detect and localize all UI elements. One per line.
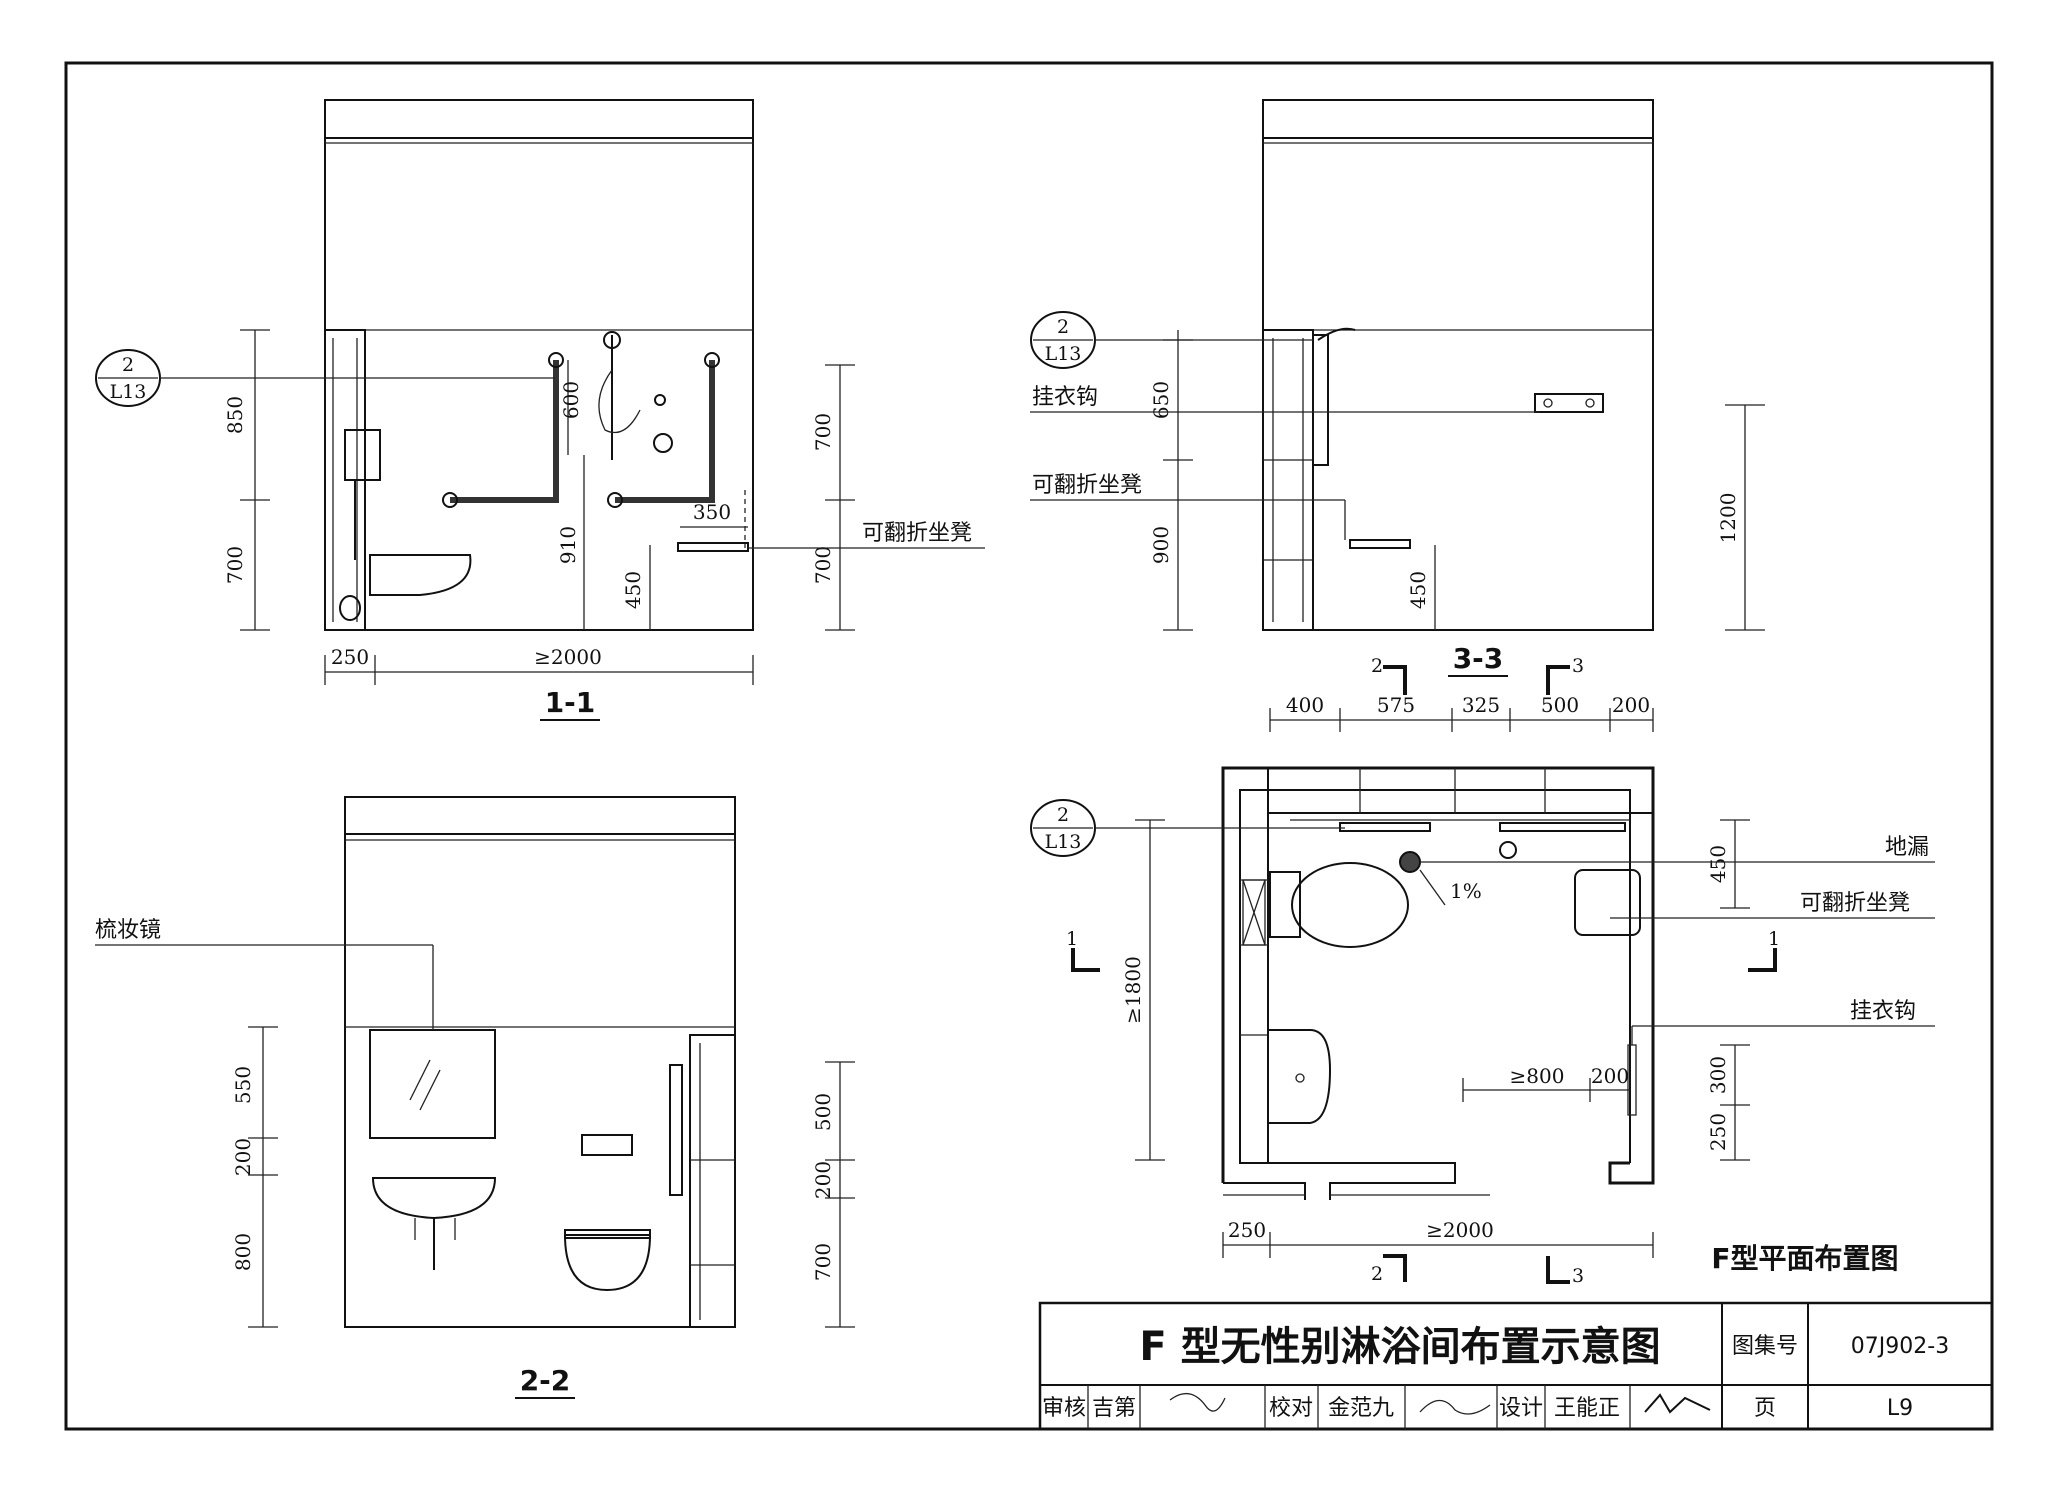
caption-1-1: 1-1 [545,686,596,719]
page-label: 页 [1754,1396,1776,1421]
dim-200p: 200 [1591,1064,1629,1088]
title-block: F 型无性别淋浴间布置示意图 图集号 07J902-3 页 L9 审核 吉第 校… [1038,1301,1994,1431]
cut-3-bottom: 3 [1572,1265,1584,1287]
label-folding-seat: 可翻折坐凳 [862,521,972,546]
caption-plan: F型平面布置图 [1711,1242,1898,1275]
design-label: 设计 [1499,1396,1543,1421]
signature-review [1169,1393,1226,1412]
ref-l13: L13 [1045,831,1082,853]
dim-910: 910 [556,526,580,564]
dim-right-700b: 700 [811,546,835,584]
dim-700: 700 [223,546,247,584]
dim-400: 400 [1286,693,1324,717]
label-coat-hook: 挂衣钩 [1850,999,1916,1024]
cut-2-top: 2 [1371,655,1383,677]
dim-1200: 1200 [1716,493,1740,544]
signature-design [1644,1393,1711,1414]
dim-450p: 450 [1706,845,1730,883]
dim-250p: 250 [1706,1113,1730,1151]
dim-300: 300 [1706,1056,1730,1094]
label-folding-seat: 可翻折坐凳 [1800,891,1910,916]
dim-350: 350 [693,500,731,524]
plan-view: 2 L13 400 575 325 500 200 ≥1800 450 300 … [1030,655,1935,1287]
dim-450: 450 [1406,571,1430,609]
section-1-1: 2 L13 850 700 600 910 450 350 700 700 可翻… [95,99,985,721]
cut-2-bottom: 2 [1371,1263,1383,1285]
dim-500: 500 [811,1093,835,1131]
dim-325: 325 [1462,693,1500,717]
label-mirror: 梳妆镜 [95,918,161,943]
atlas-number: 07J902-3 [1851,1334,1949,1359]
slope-label: 1% [1450,879,1482,903]
drawing-title: F 型无性别淋浴间布置示意图 [1139,1324,1660,1370]
caption-3-3: 3-3 [1453,642,1504,675]
dim-850: 850 [223,396,247,434]
dim-200t: 200 [1612,693,1650,717]
cut-3-top: 3 [1572,655,1584,677]
dim-600: 600 [559,381,583,419]
design-name: 王能正 [1554,1396,1620,1421]
dim-250b: 250 [1228,1218,1266,1242]
atlas-label: 图集号 [1732,1334,1798,1359]
dim-2000: ≥2000 [534,645,602,669]
label-drain: 地漏 [1885,835,1929,860]
signature-check [1419,1399,1491,1415]
dim-550: 550 [231,1066,255,1104]
label-coat-hook: 挂衣钩 [1032,385,1098,410]
label-folding-seat: 可翻折坐凳 [1032,473,1142,498]
sheet-border [64,61,1994,1431]
check-name: 金范九 [1328,1396,1394,1421]
dim-500: 500 [1541,693,1579,717]
review-label: 审核 [1042,1396,1086,1421]
ref-l13: L13 [110,381,147,403]
section-3-3: 2 L13 挂衣钩 可翻折坐凳 650 900 450 1200 3-3 [1030,99,1765,677]
caption-2-2: 2-2 [520,1364,571,1397]
dim-700r: 700 [811,1243,835,1281]
section-2-2: 梳妆镜 550 200 800 500 200 700 2-2 [95,796,855,1399]
cut-1-left: 1 [1066,928,1078,950]
dim-800p: ≥800 [1510,1064,1565,1088]
dim-right-700a: 700 [811,413,835,451]
ref-2: 2 [122,354,134,376]
dim-900: 900 [1149,526,1173,564]
ref-2: 2 [1057,316,1069,338]
ref-l13: L13 [1045,343,1082,365]
ref-2: 2 [1057,804,1069,826]
dim-1800: ≥1800 [1121,956,1145,1024]
dim-250: 250 [331,645,369,669]
dim-450: 450 [621,571,645,609]
cut-1-right: 1 [1768,928,1780,950]
dim-650: 650 [1149,381,1173,419]
review-name: 吉第 [1092,1396,1136,1421]
dim-2000b: ≥2000 [1426,1218,1494,1242]
page-number: L9 [1887,1396,1913,1421]
dim-200r: 200 [811,1161,835,1199]
dim-200: 200 [231,1138,255,1176]
dim-800: 800 [231,1233,255,1271]
dim-575: 575 [1377,693,1415,717]
check-label: 校对 [1269,1396,1313,1421]
